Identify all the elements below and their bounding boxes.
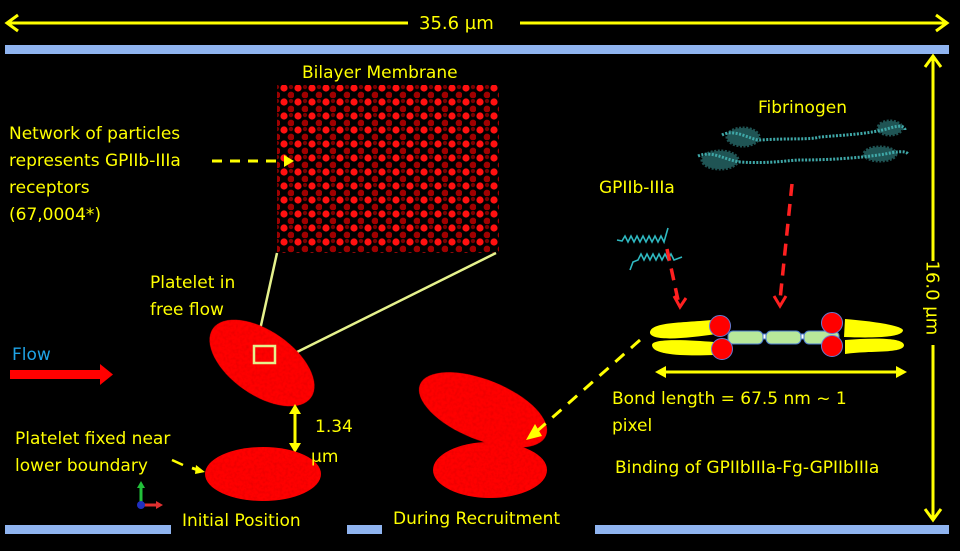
platelet-fixed-label: Platelet fixed near lower boundary (15, 426, 170, 480)
network-label-line4: (67,0004*) (9, 205, 102, 225)
flow-arrow (10, 364, 113, 385)
gpiib-iiia-label: GPIIb-IIIa (599, 178, 675, 198)
flow-label: Flow (12, 345, 51, 365)
fibrinogen-molecule-icon (697, 119, 910, 171)
height-dimension-label: 16.0 µm (919, 261, 946, 336)
gap-label-value: 1.34 (315, 417, 353, 437)
bond-length-line2: pixel (612, 416, 653, 436)
fixed-platelet-pointer (171, 458, 205, 474)
width-dimension-label: 35.6 µm (419, 13, 494, 34)
recruitment-pointer-arrow (526, 338, 641, 440)
network-label: Network of particles represents GPIIb-II… (9, 121, 181, 229)
during-recruitment-label: During Recruitment (393, 509, 561, 529)
callout-line-right (274, 251, 497, 365)
zoom-region-box (252, 344, 277, 365)
fibrinogen-label: Fibrinogen (758, 98, 847, 118)
network-pointer-arrow (212, 155, 294, 167)
binding-label: Binding of GPIIbIIIa-Fg-GPIIbIIIa (615, 458, 880, 478)
platelet-free-flow-line1: Platelet in (150, 273, 236, 293)
width-dimension-arrow (4, 13, 950, 33)
platelet-fixed (205, 447, 321, 501)
fibrinogen-pointer-arrow (772, 183, 794, 309)
axis-triad-icon (137, 481, 163, 509)
upper-wall (5, 45, 949, 54)
network-label-line3: receptors (9, 178, 90, 198)
lower-wall-right (595, 525, 949, 534)
bond-length-arrow (655, 366, 907, 378)
network-label-line1: Network of particles (9, 124, 181, 144)
platelet-fixed-line2: lower boundary (15, 456, 148, 476)
gap-label-unit: µm (311, 447, 339, 467)
lower-wall-middle (347, 525, 382, 534)
platelet-recruited-upper (418, 372, 548, 448)
initial-position-label: Initial Position (182, 511, 301, 531)
bond-diagram (650, 312, 904, 360)
bilayer-membrane-image (277, 85, 499, 253)
gpiib-iiia-molecule-icon (616, 227, 683, 271)
gap-dimension-arrow (289, 404, 301, 453)
platelet-free-flow-line2: free flow (150, 300, 224, 320)
network-label-line2: represents GPIIb-IIIa (9, 151, 181, 171)
gpiib-iiia-pointer-arrow (665, 248, 688, 310)
platelet-recruited-lower (433, 442, 547, 498)
height-dimension-arrow (923, 53, 943, 523)
bond-length-line1: Bond length = 67.5 nm ~ 1 (612, 389, 847, 409)
bilayer-membrane-title: Bilayer Membrane (302, 63, 458, 83)
lower-wall-left (5, 525, 171, 534)
height-dimension-text: 16.0 µm (921, 260, 943, 336)
bond-length-label: Bond length = 67.5 nm ~ 1 pixel (612, 386, 847, 440)
platelet-fixed-line1: Platelet fixed near (15, 429, 171, 449)
platelet-free-flow-label: Platelet in free flow (150, 270, 235, 324)
